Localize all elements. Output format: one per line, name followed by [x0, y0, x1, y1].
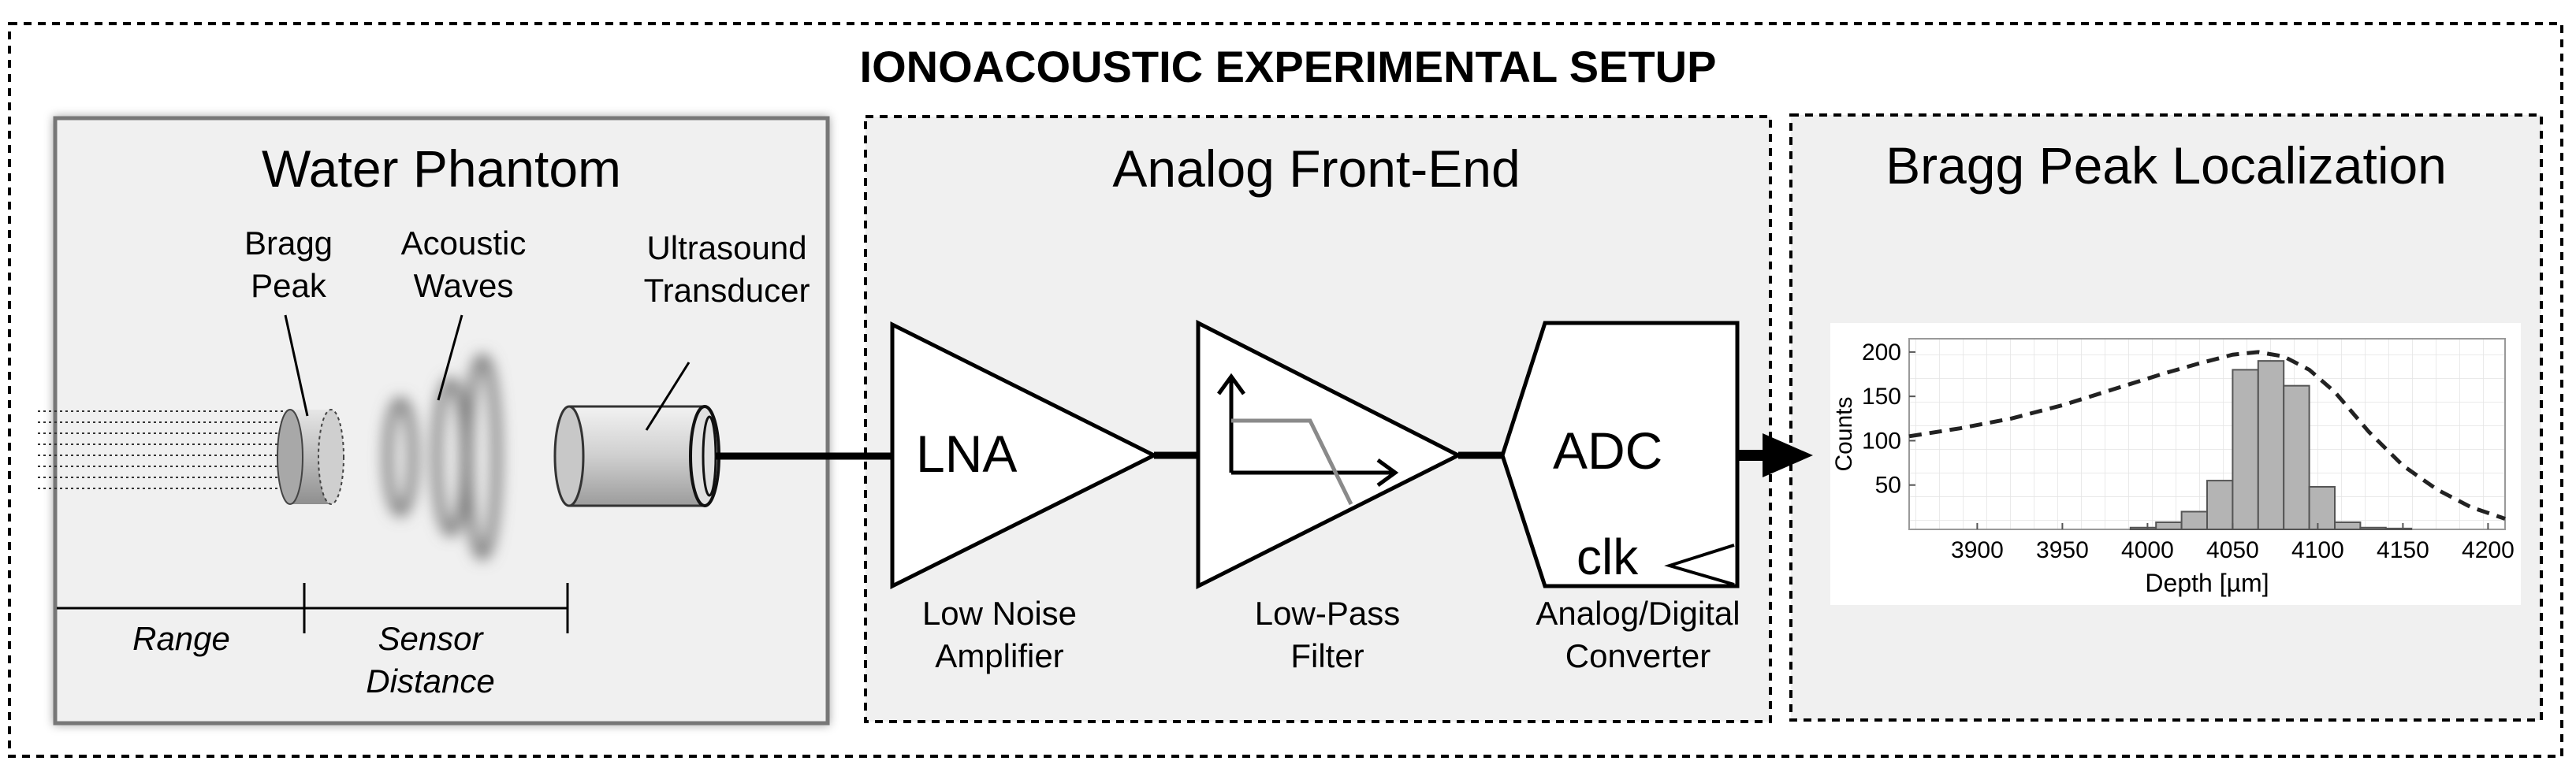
range-label: Range [132, 620, 230, 657]
acoustic-waves-label-line-2: Waves [413, 267, 514, 304]
x-tick-label: 3950 [2036, 537, 2089, 563]
adc-caption: Analog/Digital Converter [1536, 592, 1740, 677]
transducer-label-line-1: Ultrasound [646, 229, 807, 266]
bragg-peak-label-line-1: Bragg [244, 225, 333, 262]
acoustic-waves-label-line-1: Acoustic [400, 225, 527, 262]
histogram-bar [2308, 485, 2336, 531]
acoustic-waves-pointer [437, 314, 463, 401]
acoustic-waves [383, 354, 501, 560]
x-tick-label: 4100 [2291, 537, 2344, 563]
histogram-bar [2155, 521, 2183, 531]
ultrasound-transducer [553, 405, 720, 507]
ultrasound-transducer-label: Ultrasound Transducer [644, 227, 810, 312]
lna-caption-line-1: Low Noise [921, 595, 1078, 632]
histogram-bar [2283, 384, 2310, 531]
diagram-title: IONOACOUSTIC EXPERIMENTAL SETUP [859, 42, 1717, 91]
lna-caption: Low Noise Amplifier [922, 592, 1077, 677]
lpf-caption: Low-Pass Filter [1255, 592, 1400, 677]
sensor-distance-label-line-2: Distance [366, 663, 495, 700]
lpf-caption-line-1: Low-Pass [1254, 595, 1401, 632]
lna-label: LNA [916, 425, 1018, 483]
y-tick-label: 150 [1862, 384, 1901, 410]
x-tick-label: 3900 [1951, 537, 2004, 563]
fit-curve [1908, 350, 2506, 521]
x-tick-label: 4150 [2377, 537, 2429, 563]
histogram-bar [2180, 510, 2209, 530]
clk-label: clk [1576, 529, 1639, 585]
histogram-bar [2232, 369, 2259, 530]
adc-caption-line-2: Converter [1565, 637, 1711, 674]
histogram-bar [2257, 360, 2285, 530]
adc-label: ADC [1553, 421, 1663, 480]
water-phantom-title: Water Phantom [261, 139, 622, 198]
histogram-chart: 3900 3950 4000 4050 4100 4150 4200 50 100 150 200 [1830, 323, 2521, 605]
transducer-pointer [645, 362, 691, 431]
clk-symbol [1664, 544, 1735, 586]
adc-caption-line-1: Analog/Digital [1536, 595, 1740, 632]
bragg-peak-label: Bragg Peak [244, 222, 333, 307]
histogram-bar [2206, 480, 2234, 530]
histogram-bar [2359, 526, 2387, 531]
sensor-distance-label: Sensor Distance [366, 618, 494, 703]
adc-block [1500, 321, 1740, 588]
lpf-caption-line-2: Filter [1290, 637, 1364, 674]
lna-caption-line-2: Amplifier [935, 637, 1064, 674]
x-tick-label: 4200 [2462, 537, 2515, 563]
bragg-peak-pointer [284, 314, 309, 417]
range-scale [57, 583, 569, 633]
chart-x-axis-label: Depth [µm] [2145, 569, 2269, 597]
chart-y-axis-label: Counts [1831, 396, 1857, 472]
lna-amplifier [890, 321, 1159, 590]
filter-response-icon [1216, 373, 1399, 506]
x-tick-label: 4050 [2206, 537, 2259, 563]
bragg-localization-title: Bragg Peak Localization [1885, 136, 2447, 195]
y-tick-label: 200 [1862, 340, 1901, 366]
output-arrow-head [1763, 433, 1813, 477]
bragg-peak-disk [277, 409, 344, 505]
histogram-bar [2334, 521, 2362, 531]
acoustic-waves-label: Acoustic Waves [401, 222, 527, 307]
sensor-distance-label-line-1: Sensor [378, 620, 483, 657]
x-tick-label: 4000 [2121, 537, 2174, 563]
y-tick-label: 100 [1862, 428, 1901, 454]
histogram-bar [2129, 526, 2157, 531]
transducer-label-line-2: Transducer [643, 272, 810, 309]
bragg-peak-label-line-2: Peak [251, 267, 326, 304]
outer-frame [8, 22, 2563, 758]
y-tick-label: 50 [1875, 473, 1901, 499]
proton-beam [38, 410, 298, 489]
analog-front-end-title: Analog Front-End [1112, 139, 1521, 198]
